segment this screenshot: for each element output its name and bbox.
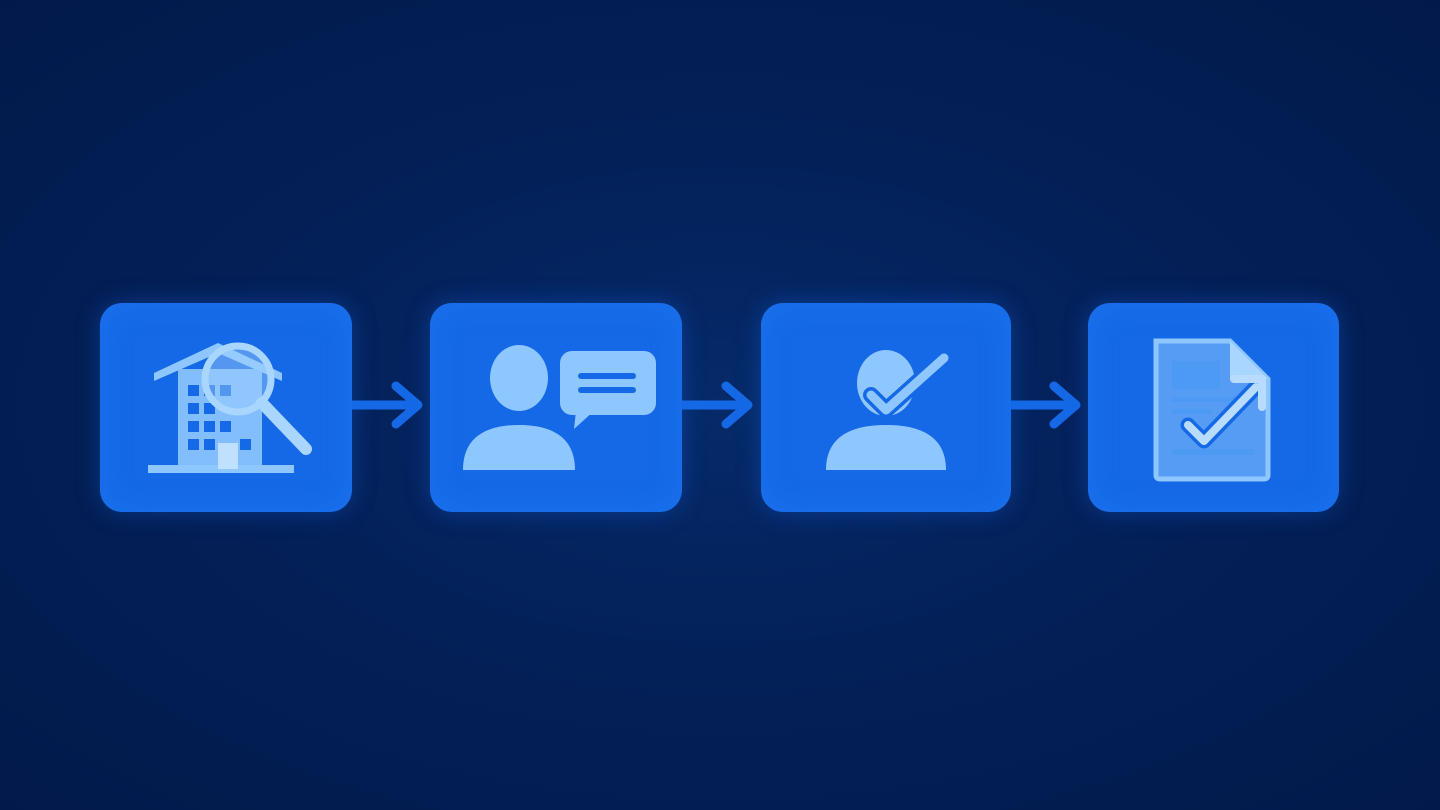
step-box-3 xyxy=(761,303,1011,512)
connector-arrow-2 xyxy=(682,381,753,429)
connector-arrow-1 xyxy=(352,381,423,429)
person-speech-bubble-icon xyxy=(463,345,656,470)
person-checkmark-icon xyxy=(826,350,952,470)
step-box-4 xyxy=(1088,303,1339,512)
building-search-icon xyxy=(148,342,312,473)
document-check-icon xyxy=(1153,338,1271,482)
step-box-2 xyxy=(430,303,682,512)
step-box-1 xyxy=(100,303,352,512)
connector-arrow-3 xyxy=(1011,381,1081,429)
